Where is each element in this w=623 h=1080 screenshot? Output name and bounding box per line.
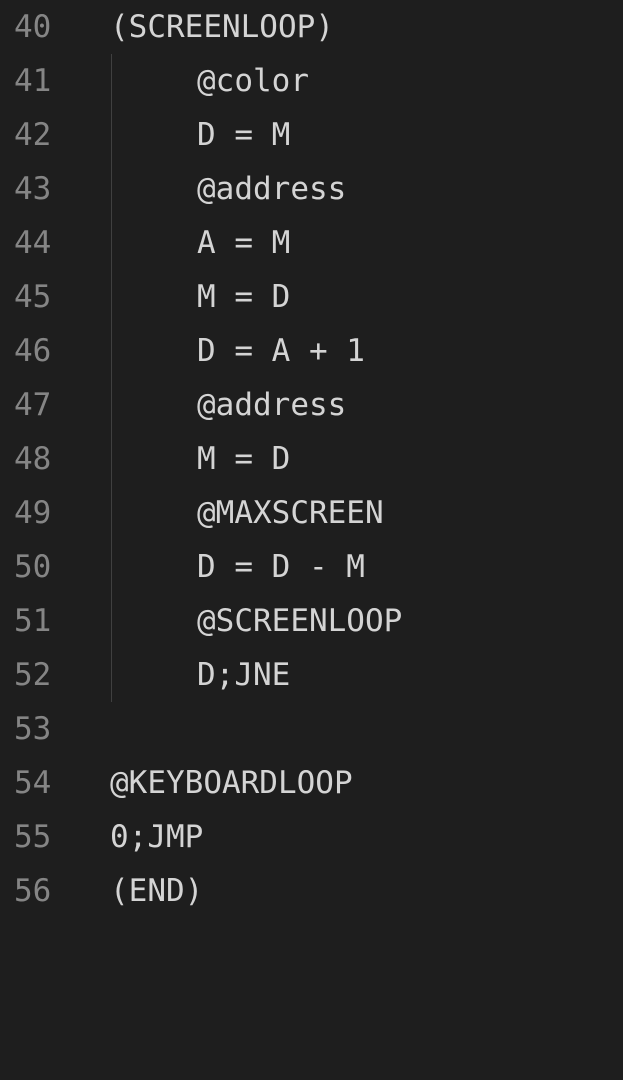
line-number: 44 (14, 225, 52, 261)
code-text[interactable]: A = M (197, 225, 291, 261)
code-line[interactable]: 42 D = M (0, 108, 623, 162)
code-text[interactable]: @color (197, 63, 309, 99)
code-line[interactable]: 55 0;JMP (0, 810, 623, 864)
line-number: 45 (14, 279, 52, 315)
line-number: 48 (14, 441, 52, 477)
code-line[interactable]: 52 D;JNE (0, 648, 623, 702)
code-line[interactable]: 43 @address (0, 162, 623, 216)
code-line[interactable]: 45 M = D (0, 270, 623, 324)
code-text[interactable]: @address (197, 387, 347, 423)
line-number: 43 (14, 171, 52, 207)
code-text[interactable]: @SCREENLOOP (197, 603, 403, 639)
code-text[interactable]: D = A + 1 (197, 333, 365, 369)
code-line[interactable]: 41 @color (0, 54, 623, 108)
line-number: 56 (14, 873, 52, 909)
code-text[interactable]: D = D - M (197, 549, 365, 585)
code-line[interactable]: 44 A = M (0, 216, 623, 270)
line-number: 49 (14, 495, 52, 531)
code-line[interactable]: 54 @KEYBOARDLOOP (0, 756, 623, 810)
code-text[interactable]: @address (197, 171, 347, 207)
line-number: 50 (14, 549, 52, 585)
code-text[interactable]: D = M (197, 117, 291, 153)
code-editor[interactable]: 40 (SCREENLOOP) 41 @color 42 D = M 43 @a… (0, 0, 623, 915)
line-number: 47 (14, 387, 52, 423)
code-text[interactable]: (END) (110, 873, 204, 909)
line-number: 52 (14, 657, 52, 693)
code-line[interactable]: 56 (END) (0, 864, 623, 918)
line-number: 42 (14, 117, 52, 153)
code-line[interactable]: 49 @MAXSCREEN (0, 486, 623, 540)
code-line[interactable]: 46 D = A + 1 (0, 324, 623, 378)
line-number: 54 (14, 765, 52, 801)
code-text[interactable]: M = D (197, 279, 291, 315)
code-text[interactable]: 0;JMP (110, 819, 204, 855)
code-line[interactable]: 53 (0, 702, 623, 756)
line-number: 53 (14, 711, 52, 747)
line-number: 55 (14, 819, 52, 855)
code-text[interactable]: @KEYBOARDLOOP (110, 765, 353, 801)
line-number: 46 (14, 333, 52, 369)
code-line[interactable]: 40 (SCREENLOOP) (0, 0, 623, 54)
code-line[interactable]: 47 @address (0, 378, 623, 432)
code-line[interactable]: 51 @SCREENLOOP (0, 594, 623, 648)
line-number: 41 (14, 63, 52, 99)
code-text[interactable]: (SCREENLOOP) (110, 9, 334, 45)
code-line[interactable]: 50 D = D - M (0, 540, 623, 594)
indent-guide (111, 54, 112, 702)
code-text[interactable]: M = D (197, 441, 291, 477)
code-line[interactable]: 48 M = D (0, 432, 623, 486)
line-number: 40 (14, 9, 52, 45)
line-number: 51 (14, 603, 52, 639)
code-text[interactable]: @MAXSCREEN (197, 495, 384, 531)
code-text[interactable]: D;JNE (197, 657, 291, 693)
